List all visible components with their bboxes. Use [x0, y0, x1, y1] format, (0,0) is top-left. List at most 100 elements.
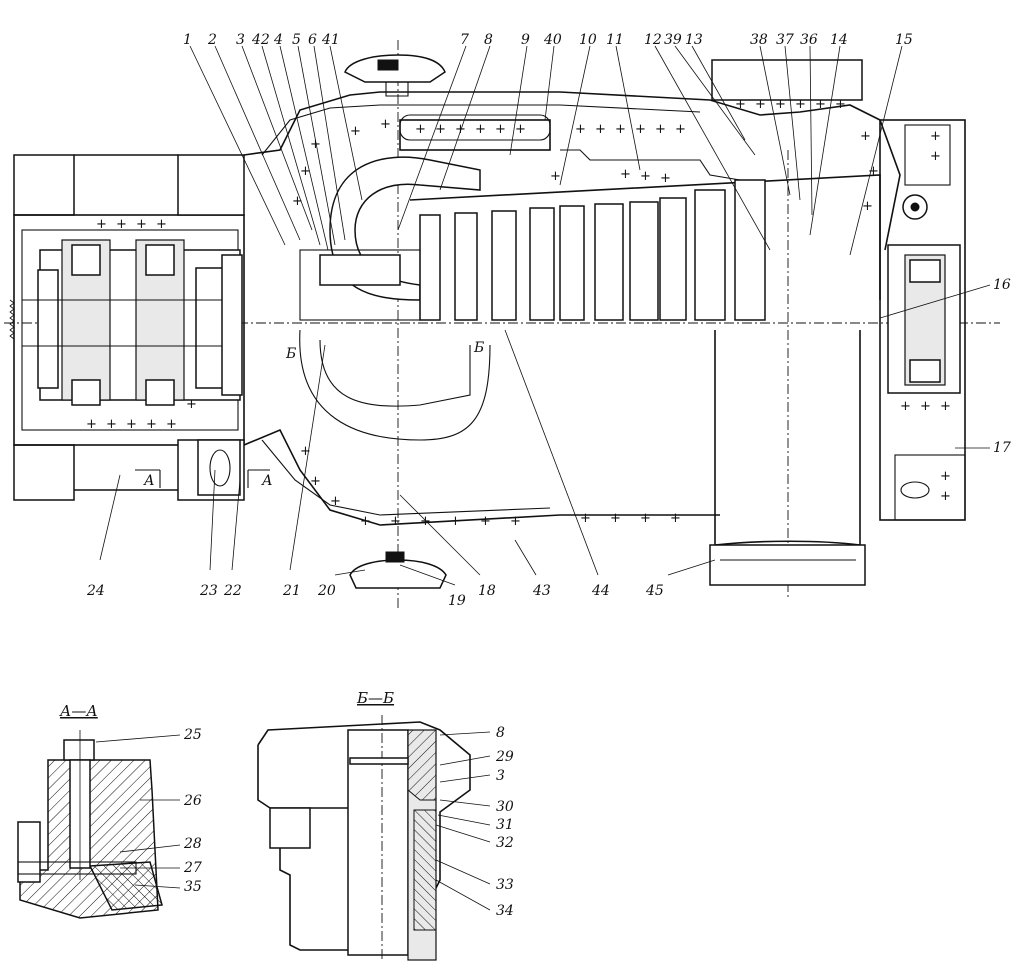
svg-text:+: + [610, 511, 621, 526]
svg-text:+: + [835, 97, 846, 112]
callout-3: 3 [236, 32, 245, 48]
svg-text:+: + [640, 169, 651, 184]
callout-31: 31 [496, 817, 514, 833]
svg-text:+: + [300, 164, 311, 179]
mount-bracket [197, 439, 241, 496]
callout-45: 45 [645, 583, 664, 599]
svg-text:+: + [940, 399, 951, 414]
section-b-left-mark: Б [285, 346, 296, 362]
callout-18: 18 [478, 583, 496, 599]
svg-text:+: + [435, 122, 446, 137]
compressor-stages [299, 179, 766, 321]
callout-20: 20 [317, 583, 336, 599]
main-section-view: + + + + + + + + + + + + + + + + + + + + + + + + + + +… [4, 40, 1000, 610]
callout-6: 6 [308, 32, 317, 48]
svg-text:+: + [862, 199, 873, 214]
svg-text:+: + [550, 169, 561, 184]
callout-23: 23 [199, 583, 218, 599]
svg-text:+: + [595, 122, 606, 137]
callout-21: 21 [282, 583, 301, 599]
svg-text:+: + [930, 129, 941, 144]
svg-text:+: + [300, 444, 311, 459]
callout-3-detail: 3 [496, 768, 505, 784]
svg-text:+: + [186, 397, 197, 412]
svg-text:+: + [575, 122, 586, 137]
callout-11: 11 [606, 32, 624, 48]
section-arrows: А А Б Б [135, 340, 484, 489]
svg-text:+: + [360, 514, 371, 529]
svg-text:+: + [640, 511, 651, 526]
callout-19: 19 [448, 593, 466, 609]
svg-text:+: + [420, 514, 431, 529]
svg-text:+: + [755, 97, 766, 112]
callout-24: 24 [86, 583, 105, 599]
svg-text:+: + [166, 417, 177, 432]
svg-text:+: + [350, 124, 361, 139]
callout-14: 14 [830, 32, 848, 48]
lower-mount [349, 551, 447, 589]
svg-text:+: + [655, 122, 666, 137]
callout-9: 9 [521, 32, 530, 48]
callout-1: 1 [183, 32, 192, 48]
callout-32: 32 [496, 835, 514, 851]
svg-text:+: + [330, 494, 341, 509]
section-bb-title: Б—Б [356, 689, 394, 707]
callout-34: 34 [496, 903, 514, 919]
exhaust-duct [709, 330, 866, 586]
callout-17: 17 [993, 440, 1011, 456]
section-aa-title: А—А [59, 702, 98, 720]
svg-text:+: + [795, 97, 806, 112]
callout-42: 42 [251, 32, 270, 48]
svg-text:+: + [635, 122, 646, 137]
callout-43: 43 [532, 583, 551, 599]
section-a-right-mark: А [261, 473, 273, 489]
callout-38: 38 [750, 32, 768, 48]
insulation-markers: + + + + + + + + + + + + + + + + + + + + + + + + + + +… [86, 97, 951, 529]
svg-text:+: + [310, 474, 321, 489]
callout-8-detail: 8 [496, 725, 505, 741]
callout-8: 8 [484, 32, 493, 48]
svg-text:+: + [156, 217, 167, 232]
svg-text:+: + [660, 171, 671, 186]
svg-text:+: + [475, 122, 486, 137]
callout-35: 35 [184, 879, 202, 895]
upper-mount [344, 54, 446, 97]
svg-text:+: + [136, 217, 147, 232]
section-aa-view: А—А 25 26 28 27 35 [17, 702, 202, 919]
svg-text:+: + [96, 217, 107, 232]
svg-text:+: + [510, 514, 521, 529]
leader-lines [99, 45, 991, 586]
callout-labels: 1 2 3 42 4 5 6 41 7 8 9 40 10 11 12 39 1… [86, 32, 1011, 609]
svg-text:+: + [930, 149, 941, 164]
svg-text:+: + [900, 399, 911, 414]
callout-33: 33 [496, 877, 514, 893]
svg-text:+: + [455, 122, 466, 137]
callout-29: 29 [495, 749, 514, 765]
callout-25: 25 [183, 727, 202, 743]
svg-text:+: + [495, 122, 506, 137]
callout-5: 5 [292, 32, 301, 48]
svg-text:+: + [940, 469, 951, 484]
svg-text:+: + [450, 514, 461, 529]
section-bb-view: Б—Б 8 29 3 30 31 32 33 34 [257, 689, 514, 961]
svg-text:+: + [580, 511, 591, 526]
svg-text:+: + [815, 97, 826, 112]
svg-text:+: + [380, 117, 391, 132]
svg-text:+: + [106, 417, 117, 432]
callout-22: 22 [223, 583, 242, 599]
callout-40: 40 [543, 32, 562, 48]
callout-26: 26 [183, 793, 202, 809]
callout-12: 12 [644, 32, 662, 48]
callout-36: 36 [800, 32, 818, 48]
callout-41: 41 [321, 32, 340, 48]
callout-39: 39 [664, 32, 682, 48]
svg-text:+: + [116, 217, 127, 232]
svg-text:+: + [390, 514, 401, 529]
svg-text:+: + [480, 514, 491, 529]
svg-text:+: + [146, 417, 157, 432]
svg-text:+: + [515, 122, 526, 137]
section-b-right-mark: Б [473, 340, 484, 356]
svg-text:+: + [735, 97, 746, 112]
callout-16: 16 [993, 277, 1011, 293]
